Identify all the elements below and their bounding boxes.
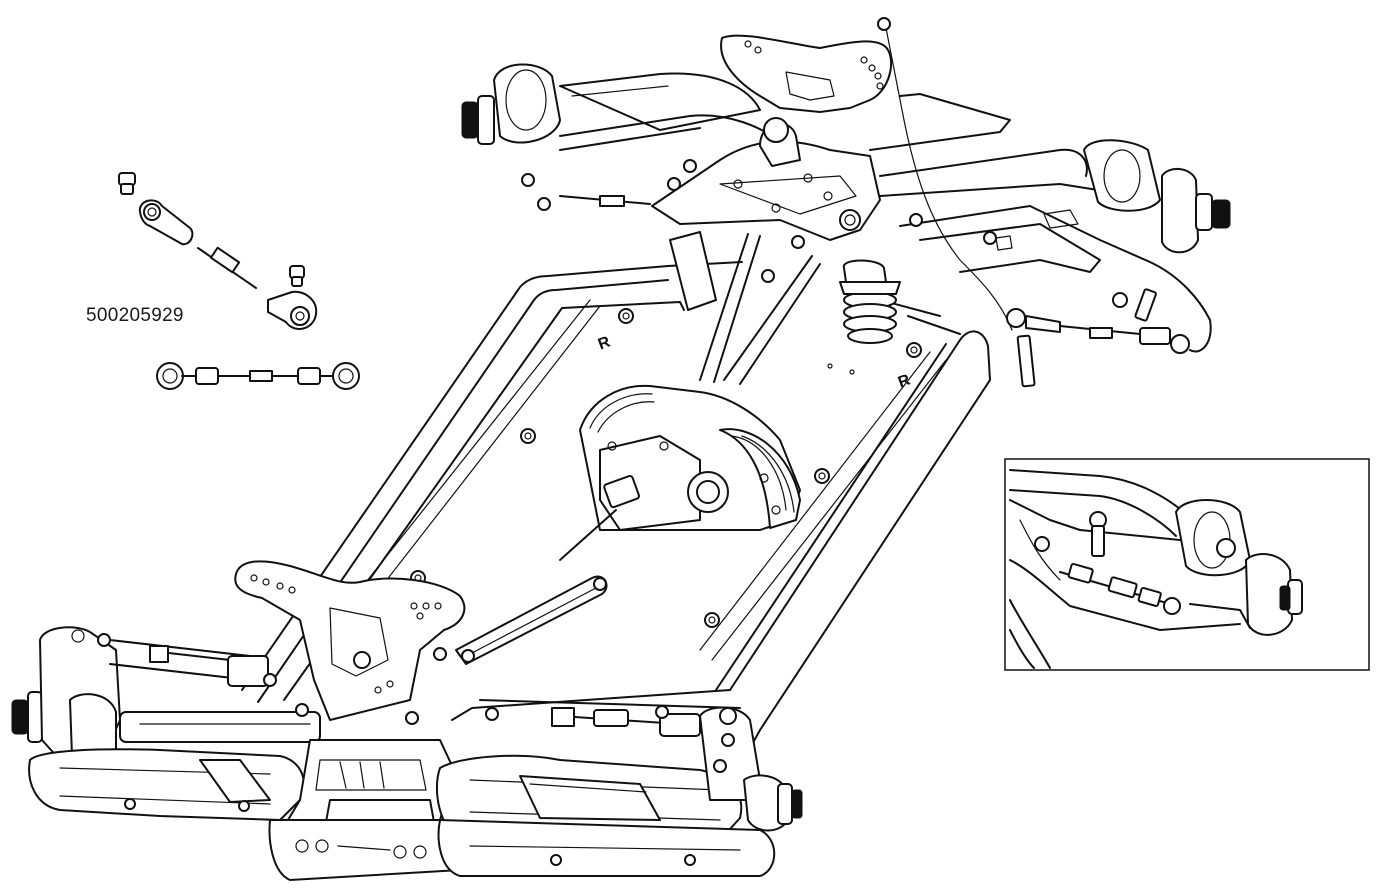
assembled-turnbuckle: [156, 362, 360, 390]
part-number-label: 500205929: [86, 305, 184, 326]
exploded-turnbuckle-parts: [118, 172, 360, 390]
front-suspension-assembly: [11, 560, 803, 881]
detail-inset: [1004, 458, 1370, 671]
ball-stud-lower: [289, 265, 305, 287]
front-shock-tower: [234, 560, 466, 721]
steering-link: [455, 575, 608, 665]
center-spur-gear-assembly: [559, 384, 801, 561]
chassis-mark-right: R: [896, 371, 913, 391]
rear-toe-link: [1006, 288, 1190, 388]
rear-spring: [839, 259, 901, 344]
chassis-screws: [410, 308, 922, 628]
rear-shock-tower: [720, 34, 893, 113]
threaded-rod: [197, 246, 257, 289]
chassis-mark-left: R: [596, 333, 613, 353]
rod-end-lower: [267, 290, 318, 330]
rod-end-upper: [138, 199, 194, 246]
ball-stud-upper: [118, 172, 136, 195]
rear-suspension-assembly: [461, 17, 1231, 388]
center-driveshafts: [699, 233, 821, 385]
